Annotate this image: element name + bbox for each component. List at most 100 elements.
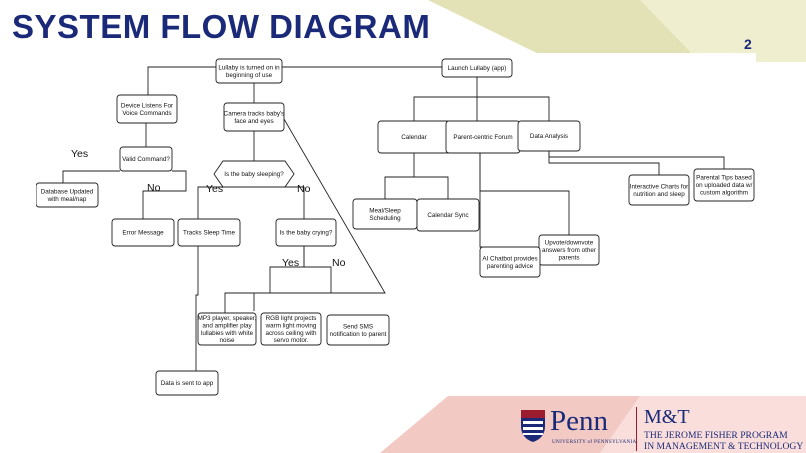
node-shape <box>479 246 541 278</box>
edge-label-sleeping-yes: Yes <box>206 183 223 195</box>
node-shape <box>260 312 322 346</box>
node-mp3-player: MP3 player, speaker,and amplifier playlu… <box>197 312 257 346</box>
node-label: Is the baby sleeping? <box>224 171 284 178</box>
node-tracks-sleep: Tracks Sleep Time <box>177 218 241 247</box>
node-baby-crying: Is the baby crying? <box>275 218 337 247</box>
node-data-sent: Data is sent to app <box>155 370 219 396</box>
mt-program-line: THE JEROME FISHER PROGRAM <box>644 430 788 441</box>
penn-subtitle: UNIVERSITY of PENNSYLVANIA <box>552 439 637 445</box>
node-label: Interactive Charts for <box>630 183 688 190</box>
node-label: Send SMS <box>343 323 373 330</box>
node-label: Is the baby crying? <box>280 230 333 237</box>
node-label: Data is sent to app <box>161 380 214 387</box>
penn-shield-icon <box>521 410 545 442</box>
node-shape <box>155 370 219 396</box>
node-label: Tracks Sleep Time <box>183 230 235 237</box>
node-shape <box>517 120 581 152</box>
node-label: Calendar <box>401 134 427 141</box>
node-calendar-sync: Calendar Sync <box>416 198 480 232</box>
mt-management-line: IN MANAGEMENT & TECHNOLOGY <box>644 441 804 452</box>
node-shape <box>119 146 173 172</box>
node-shape <box>215 58 283 84</box>
edge-label-crying-no: No <box>332 257 346 269</box>
edge-label-crying-yes: Yes <box>282 257 299 269</box>
edge-label-valid-yes: Yes <box>71 148 88 160</box>
node-label: Parental Tips based <box>696 175 752 182</box>
node-label: AI Chatbot provides <box>482 255 537 262</box>
node-label: Upvote/downvote <box>545 240 594 247</box>
penn-wordmark: Penn <box>550 405 608 437</box>
node-label: Valid Command? <box>122 156 170 163</box>
node-launch-lullaby: Launch Lullaby (app) <box>441 58 513 78</box>
node-label: face and eyes <box>234 118 273 125</box>
node-valid-command: Valid Command? <box>119 146 173 172</box>
node-label: servo motor. <box>274 337 309 344</box>
node-shape <box>693 168 755 202</box>
node-label: RGB light projects <box>266 315 317 322</box>
node-shape <box>116 94 178 124</box>
node-shape <box>416 198 480 232</box>
node-label: and amplifier play <box>202 322 252 329</box>
node-label: Parent-centric Forum <box>453 134 512 141</box>
node-shape <box>223 102 285 132</box>
node-label: noise <box>219 337 235 344</box>
node-label: Meal/Sleep <box>369 207 401 214</box>
node-label: Camera tracks baby's <box>224 110 285 117</box>
mt-wordmark: M&T <box>644 406 690 428</box>
node-label: custom algorithm <box>700 189 748 196</box>
node-label: nutrition and sleep <box>633 191 685 198</box>
node-label: Database Updated <box>41 188 94 195</box>
node-label: beginning of use <box>226 72 273 79</box>
node-shape <box>441 58 513 78</box>
edge-label-valid-no: No <box>147 182 161 194</box>
node-label: lullabies with white <box>201 330 254 337</box>
node-error-message: Error Message <box>111 218 175 247</box>
edge-label-sleeping-no: No <box>297 183 311 195</box>
logo-divider <box>636 407 637 451</box>
node-label: parenting advice <box>487 263 534 270</box>
node-label: Data Analysis <box>530 133 568 140</box>
node-shape <box>275 218 337 247</box>
node-label: Lullaby is turned on in <box>218 64 280 71</box>
node-shape <box>213 160 295 188</box>
node-label: Device Listens For <box>121 102 173 109</box>
node-calendar: Calendar <box>377 120 451 154</box>
node-shape <box>628 174 690 206</box>
penn-mt-logo: Penn UNIVERSITY of PENNSYLVANIA M&T THE … <box>516 405 806 453</box>
slide-title: SYSTEM FLOW DIAGRAM <box>12 8 431 45</box>
node-shape <box>326 314 390 346</box>
node-shape <box>111 218 175 247</box>
page-number: 2 <box>744 36 752 52</box>
node-label: across ceiling with <box>265 330 317 337</box>
node-shape <box>177 218 241 247</box>
node-shape <box>197 312 257 346</box>
node-label: MP3 player, speaker, <box>198 315 257 322</box>
connector-lines <box>62 66 725 384</box>
node-label: Voice Commands <box>122 110 171 117</box>
node-label: on uploaded data w/ <box>696 182 753 189</box>
node-parent-forum: Parent-centric Forum <box>445 120 521 154</box>
node-label: answers from other <box>542 247 596 254</box>
node-label: Scheduling <box>369 215 401 222</box>
node-baby-sleeping: Is the baby sleeping? <box>213 160 295 188</box>
node-label: notification to parent <box>330 331 387 338</box>
node-label: Calendar Sync <box>427 212 468 219</box>
node-label: parents <box>558 254 579 261</box>
node-label: with meal/nap <box>47 196 87 203</box>
node-label: warm light moving <box>265 322 317 329</box>
node-data-analysis: Data Analysis <box>517 120 581 152</box>
